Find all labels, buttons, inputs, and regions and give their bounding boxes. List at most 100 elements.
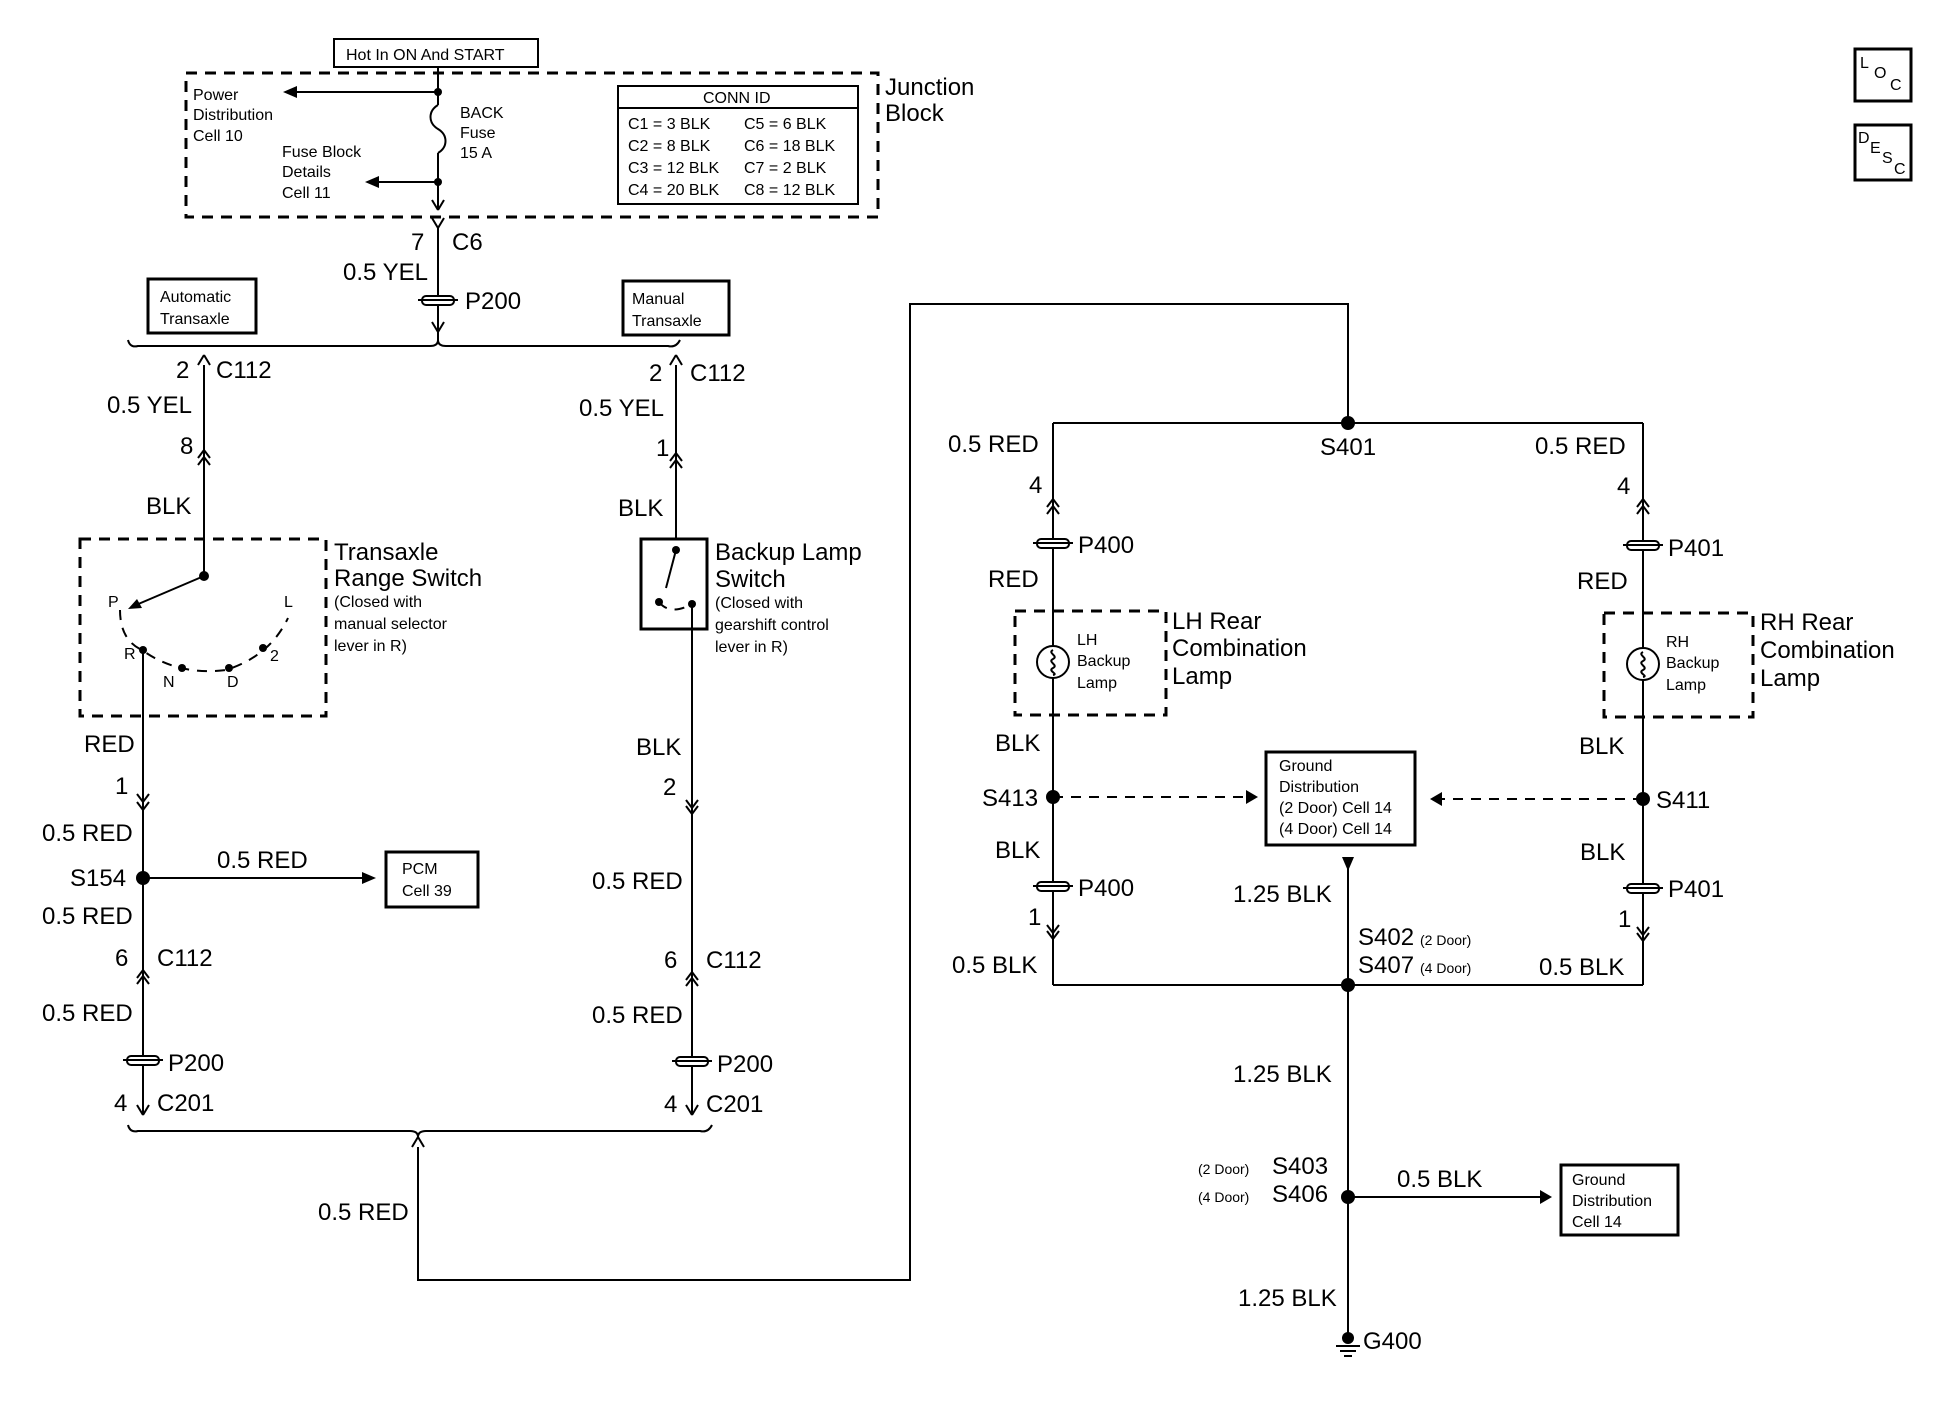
diagram-label: Cell 39 (402, 883, 452, 900)
diagram-label: C6 (452, 229, 483, 256)
diagram-label: P (108, 594, 119, 611)
splice-s406: S406 (1272, 1181, 1328, 1208)
diagram-label: PCM (402, 861, 438, 878)
diagram-label: 0.5 RED (592, 868, 683, 895)
hot-in-label-box (333, 38, 539, 68)
loc-button[interactable]: L O C (1853, 47, 1913, 103)
backup-lamp-switch-title: Backup Lamp (715, 539, 862, 566)
diagram-label: 2 (649, 360, 662, 387)
diagram-label: RED (84, 731, 135, 758)
diagram-label: 2 (663, 774, 676, 801)
diagram-label: 0.5 RED (1535, 433, 1626, 460)
diagram-label: 1 (1028, 904, 1041, 931)
diagram-label: Transaxle (160, 311, 230, 328)
diagram-label: Manual (632, 291, 684, 308)
diagram-label: RED (1577, 568, 1628, 595)
conn-id-table: CONN ID C1 = 3 BLK C5 = 6 BLK C2 = 8 BLK… (617, 85, 859, 205)
splice-s407: S407 (1358, 952, 1414, 979)
diagram-label: LH Rear (1172, 608, 1261, 635)
diagram-label: C6 = 18 BLK (744, 138, 836, 155)
rh-rear-combination-lamp (1602, 611, 1755, 719)
splice-s411: S411 (1656, 787, 1710, 814)
diagram-label: O (1874, 65, 1886, 82)
diagram-label: C7 = 2 BLK (744, 160, 827, 177)
splice-s402: S402 (1358, 924, 1414, 951)
ground-distribution-reference-2[interactable]: Ground Distribution Cell 14 (1559, 1163, 1680, 1237)
lh-backup-lamp-bulb (1036, 645, 1070, 679)
diagram-label: Fuse (460, 125, 496, 142)
diagram-label: lever in R) (334, 638, 407, 655)
diagram-label: BLK (1579, 733, 1624, 760)
diagram-label: C2 = 8 BLK (628, 138, 711, 155)
rear-lamps-circuit: S401 0.5 RED 4 P400 RED LH Backup Lamp L… (948, 416, 1895, 1357)
diagram-label: P401 (1668, 535, 1724, 562)
red-feed-wire (411, 303, 1349, 1281)
diagram-label: C (1894, 161, 1906, 178)
diagram-label: 0.5 RED (42, 1000, 133, 1027)
diagram-label: 2 (270, 648, 279, 665)
diagram-label: Lamp (1077, 675, 1117, 692)
diagram-label: lever in R) (715, 639, 788, 656)
p400-connector-bottom (1033, 881, 1073, 892)
diagram-label: Ground (1279, 758, 1332, 775)
diagram-label: 4 (1029, 472, 1042, 499)
diagram-label: gearshift control (715, 617, 829, 634)
desc-button[interactable]: D E S C (1853, 123, 1913, 182)
diagram-label: 0.5 RED (592, 1002, 683, 1029)
diagram-label: 0.5 BLK (1539, 954, 1624, 981)
diagram-label: E (1870, 140, 1881, 157)
diagram-label: R (124, 646, 136, 663)
diagram-label: S (1882, 150, 1893, 167)
power-distribution-ref[interactable]: Power (193, 87, 239, 104)
p200-connector-top (418, 295, 458, 306)
diagram-label: Cell 14 (1572, 1214, 1622, 1231)
diagram-label: L (1860, 55, 1869, 72)
diagram-label: Distribution (193, 107, 273, 124)
diagram-label: 0.5 BLK (952, 952, 1037, 979)
diagram-label: 0.5 YEL (579, 395, 664, 422)
diagram-label: 1 (656, 435, 669, 462)
diagram-label: BACK (460, 105, 504, 122)
diagram-label: (4 Door) Cell 14 (1279, 821, 1392, 838)
diagram-label: RED (988, 566, 1039, 593)
automatic-transaxle-circuit: 2 C112 0.5 YEL 8 BLK Transaxle Range Swi… (42, 354, 482, 1117)
diagram-label: 6 (664, 947, 677, 974)
automatic-transaxle-box: Automatic Transaxle (146, 277, 258, 335)
pcm-reference[interactable]: PCM Cell 39 (384, 850, 480, 909)
diagram-label: P400 (1078, 875, 1134, 902)
diagram-label: 8 (180, 433, 193, 460)
hot-in-label: Hot In ON And START (346, 47, 505, 64)
splice-s154: S154 (70, 865, 126, 892)
diagram-label: BLK (995, 837, 1040, 864)
diagram-label: BLK (995, 730, 1040, 757)
diagram-label: 4 (664, 1091, 677, 1118)
ground-distribution-reference[interactable]: Ground Distribution (2 Door) Cell 14 (4 … (1264, 750, 1417, 847)
fuse-block-details-ref[interactable]: Fuse Block (282, 144, 362, 161)
transaxle-range-switch-title: Transaxle (334, 539, 438, 566)
diagram-label: Combination (1172, 635, 1307, 662)
diagram-label: C112 (706, 947, 762, 974)
diagram-label: 0.5 BLK (1397, 1166, 1482, 1193)
diagram-label: 0.5 RED (217, 847, 308, 874)
diagram-label: Lamp (1666, 677, 1706, 694)
diagram-label: BLK (146, 493, 191, 520)
junction-block: Hot In ON And START Junction Block Power… (184, 38, 974, 219)
diagram-label: 1.25 BLK (1233, 881, 1332, 908)
diagram-label: 1 (115, 773, 128, 800)
diagram-label: CONN ID (703, 90, 771, 107)
diagram-label: C201 (706, 1091, 763, 1118)
diagram-label: 1.25 BLK (1238, 1285, 1337, 1312)
diagram-label: (Closed with (715, 595, 803, 612)
diagram-label: 2 (176, 357, 189, 384)
p401-connector-top (1623, 540, 1663, 551)
diagram-label: (4 Door) (1420, 960, 1471, 976)
rh-backup-lamp-bulb (1626, 647, 1660, 681)
p400-connector-top (1033, 538, 1073, 549)
diagram-label: Backup (1077, 653, 1130, 670)
diagram-label: Cell 11 (282, 185, 331, 202)
manual-transaxle-circuit: 2 C112 0.5 YEL 1 BLK Backup Lamp Switch … (579, 354, 862, 1118)
diagram-label: G400 (1363, 1328, 1422, 1355)
wire-label: 0.5 YEL (343, 259, 428, 286)
diagram-label: BLK (636, 734, 681, 761)
diagram-label: 7 (411, 229, 424, 256)
